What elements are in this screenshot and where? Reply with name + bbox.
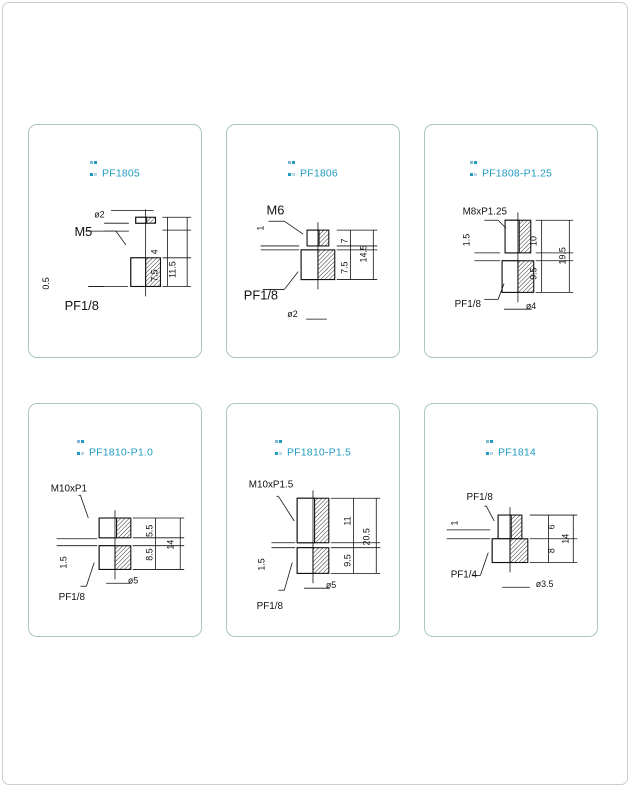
dimension-lines [260, 220, 378, 320]
label-d-total: 19.5 [557, 247, 567, 264]
dimension-lines [271, 495, 381, 591]
card-title-text: PF1810-P1.5 [286, 446, 352, 459]
label-thread-bottom: PF1/8 [455, 299, 482, 310]
card-title[interactable]: PF1808-P1.25 [425, 156, 597, 180]
part-icon [288, 156, 296, 176]
label-d-top: 11 [343, 516, 353, 525]
label-d-total: 14 [560, 534, 570, 544]
fitting-outline [501, 212, 535, 303]
label-gap: 1 [256, 226, 266, 231]
label-thread-bottom: PF1/4 [451, 569, 478, 580]
card-title[interactable]: PF1810-P1.0 [29, 435, 201, 459]
card-title-text: PF1810-P1.0 [88, 446, 154, 459]
label-gap: 1.5 [461, 234, 471, 246]
label-hole: ø5 [128, 575, 138, 585]
label-d-bot: 8 [546, 548, 556, 553]
label-d-total: 14 [165, 540, 175, 550]
label-d-bot: 8.5 [145, 548, 155, 560]
fitting-outline [300, 222, 336, 290]
label-thread-top: M10xP1.5 [249, 479, 294, 490]
label-d-top: 7 [340, 238, 350, 243]
fitting-outline [130, 209, 162, 297]
label-d-bot: 7.5 [340, 261, 350, 273]
label-d-bot: 7.5 [150, 269, 160, 281]
label-thread-top: M6 [267, 202, 285, 217]
label-gap: 1.5 [59, 556, 69, 568]
fitting-outline [296, 490, 330, 584]
dimension-lines [85, 209, 192, 287]
card-title-text: PF1808-P1.25 [481, 167, 553, 180]
part-icon [90, 156, 98, 176]
card-title-text: PF1814 [498, 446, 536, 459]
label-gap: 1 [450, 520, 460, 525]
label-d-bot: 9.5 [529, 267, 539, 279]
label-hole: ø5 [326, 580, 336, 590]
label-d-top: 5.5 [145, 525, 155, 537]
label-thread-bottom: PF1/8 [59, 592, 86, 603]
label-hole: ø3.5 [536, 579, 554, 589]
part-icon [469, 156, 478, 176]
card-title[interactable]: PF1805 [29, 156, 201, 180]
card-title[interactable]: PF1814 [425, 435, 597, 459]
label-thread-top: M5 [74, 224, 92, 239]
label-gap: 1.5 [257, 558, 267, 570]
card-title-text: PF1806 [300, 167, 338, 180]
label-d-total: 20.5 [361, 528, 371, 545]
label-gap: 0.5 [41, 277, 51, 289]
dimension-lines [474, 219, 574, 310]
label-d-top: 10 [529, 236, 539, 246]
label-thread-bottom: PF1/8 [257, 601, 284, 612]
label-thread-top: M8xP1.25 [463, 206, 508, 217]
label-hole: ø2 [94, 209, 104, 219]
label-d-bot: 9.5 [343, 554, 353, 566]
label-d-top: 6 [546, 524, 556, 529]
fitting-outline [491, 507, 529, 573]
part-icon [76, 435, 85, 455]
dimension-lines [446, 505, 578, 588]
label-thread-top: M10xP1 [51, 483, 88, 494]
label-thread-bottom: PF1/8 [65, 298, 99, 313]
label-d-total: 11.5 [167, 261, 177, 278]
label-hole: ø2 [287, 309, 297, 319]
label-hole: ø4 [526, 301, 536, 311]
part-icon [486, 435, 494, 455]
label-thread-top: PF1/8 [467, 492, 494, 503]
dimension-lines [56, 494, 185, 587]
card-title[interactable]: PF1810-P1.5 [227, 435, 399, 459]
fitting-outline [98, 510, 132, 580]
label-d-total: 14.5 [358, 245, 368, 262]
card-title-text: PF1805 [102, 167, 140, 180]
card-title[interactable]: PF1806 [227, 156, 399, 180]
label-d-top: 4 [150, 249, 160, 254]
label-thread-bottom: PF1/8 [244, 287, 278, 302]
part-icon [274, 435, 283, 455]
